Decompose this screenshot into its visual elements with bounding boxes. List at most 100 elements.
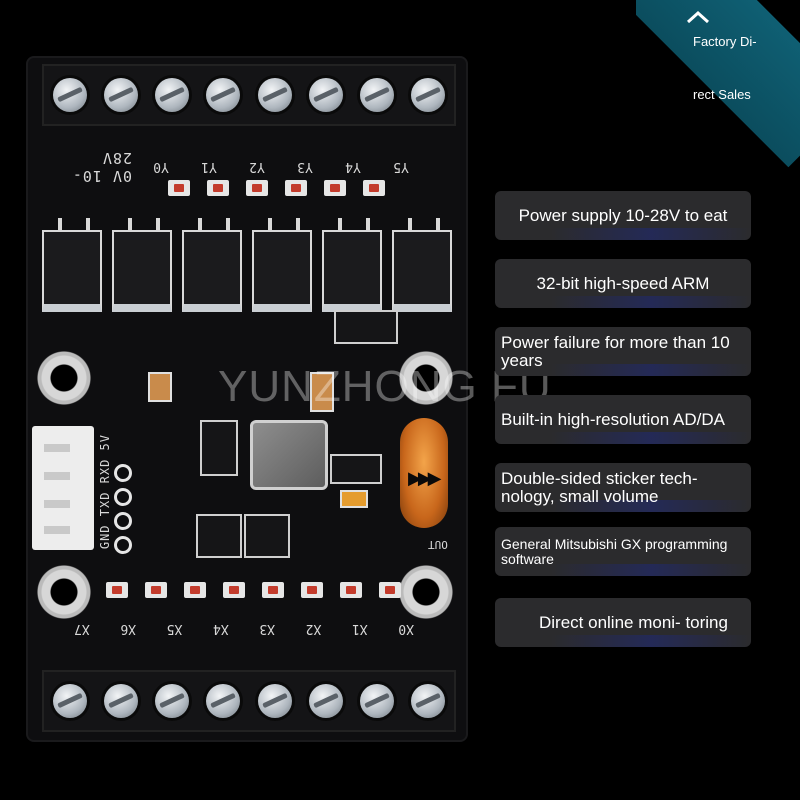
capacitor [340, 490, 368, 508]
input-led [223, 582, 245, 598]
feature-pill: Power failure for more than 10 years [495, 327, 751, 376]
power-inductor [250, 420, 328, 490]
feature-text: Built-in high-resolution AD/DA [501, 409, 725, 429]
feature-pill: Power supply 10-28V to eat [495, 191, 751, 240]
terminal-screw [52, 684, 87, 718]
terminal-screw [360, 684, 395, 718]
terminal-screw [206, 684, 241, 718]
ribbon-band [636, 0, 800, 168]
terminal-screw [360, 78, 395, 112]
diode [200, 420, 238, 476]
terminal-screw [103, 78, 138, 112]
input-led [379, 582, 401, 598]
terminal-screw [411, 684, 446, 718]
input-label: X0 [398, 621, 414, 636]
output-led [168, 180, 190, 196]
input-silkscreen: X0 X1 X2 X3 X4 X5 X6 X7 [74, 616, 414, 636]
ribbon-text-line2: rect Sales [693, 87, 751, 102]
input-label: X2 [305, 621, 322, 636]
input-terminal-block [42, 670, 456, 732]
chevron-up-icon [686, 10, 710, 24]
input-led [262, 582, 284, 598]
output-silkscreen: Y5 Y4 Y3 Y2 Y1 Y0 0V 10-28V [42, 149, 442, 185]
transistor [196, 514, 242, 558]
feature-text: Power supply 10-28V to eat [518, 205, 728, 225]
terminal-screw [103, 684, 138, 718]
feature-text: 32-bit high-speed ARM [536, 273, 710, 293]
via [114, 488, 132, 506]
input-led-row [106, 582, 401, 598]
feature-pill: Built-in high-resolution AD/DA [495, 395, 751, 444]
output-led [285, 180, 307, 196]
input-label: X6 [120, 621, 137, 636]
feature-text: Power failure for more than 10 years [501, 332, 730, 370]
output-label: Y3 [297, 159, 313, 175]
feature-text: Double-sided sticker tech- nology, small… [501, 468, 698, 506]
output-led-row [168, 180, 385, 196]
plc-board: Y5 Y4 Y3 Y2 Y1 Y0 0V 10-28V ▶▶▶ [28, 58, 466, 740]
output-label: Y5 [393, 159, 409, 175]
terminal-screw [257, 78, 292, 112]
feature-text: Direct online moni- toring [539, 612, 728, 632]
output-label: Y2 [249, 159, 265, 175]
voltage-label: 0V 10-28V [71, 149, 132, 185]
connector-pin [44, 472, 70, 480]
serial-connector [32, 426, 94, 550]
mosfet-row [42, 218, 452, 312]
output-led [324, 180, 346, 196]
connector-pin [44, 444, 70, 452]
connector-pin [44, 526, 70, 534]
via [114, 536, 132, 554]
capacitor [310, 372, 334, 412]
output-label: Y4 [345, 159, 361, 175]
mounting-hole [398, 350, 454, 406]
output-label: Y1 [201, 159, 217, 175]
terminal-screw [308, 684, 343, 718]
feature-pill: General Mitsubishi GX programming softwa… [495, 527, 751, 576]
smd-component [334, 310, 398, 344]
terminal-screw [257, 684, 292, 718]
input-label: X7 [74, 621, 90, 636]
capacitor [148, 372, 172, 402]
mosfet [322, 218, 382, 312]
output-led [207, 180, 229, 196]
input-label: X1 [352, 621, 368, 636]
input-led [340, 582, 362, 598]
smd-component [330, 454, 382, 484]
mosfet [112, 218, 172, 312]
mounting-hole [36, 350, 92, 406]
input-label: X5 [166, 621, 183, 636]
out-label: OUT [428, 538, 448, 551]
input-label: X4 [213, 621, 229, 636]
connector-pin [44, 500, 70, 508]
input-led [106, 582, 128, 598]
output-led [363, 180, 385, 196]
feature-pill: Double-sided sticker tech- nology, small… [495, 463, 751, 512]
transistor [244, 514, 290, 558]
terminal-screw [411, 78, 446, 112]
input-label: X3 [259, 621, 276, 636]
terminal-screw [206, 78, 241, 112]
mosfet [42, 218, 102, 312]
mounting-hole [398, 564, 454, 620]
mosfet [182, 218, 242, 312]
terminal-screw [155, 78, 190, 112]
feature-pill: 32-bit high-speed ARM [495, 259, 751, 308]
mounting-hole [36, 564, 92, 620]
connector-label: GND TXD RXD 5V [98, 434, 112, 550]
feature-text: General Mitsubishi GX programming softwa… [501, 535, 728, 567]
terminal-screw [52, 78, 87, 112]
mosfet [392, 218, 452, 312]
arrow-marks-icon: ▶▶▶ [408, 468, 441, 488]
output-label: Y0 [153, 159, 169, 175]
output-led [246, 180, 268, 196]
feature-pill: Direct online moni- toring [495, 598, 751, 647]
via [114, 464, 132, 482]
input-led [145, 582, 167, 598]
mosfet [252, 218, 312, 312]
output-terminal-block [42, 64, 456, 126]
terminal-screw [155, 684, 190, 718]
ribbon-text-line1: Factory Di- [693, 34, 757, 49]
input-led [184, 582, 206, 598]
input-led [301, 582, 323, 598]
